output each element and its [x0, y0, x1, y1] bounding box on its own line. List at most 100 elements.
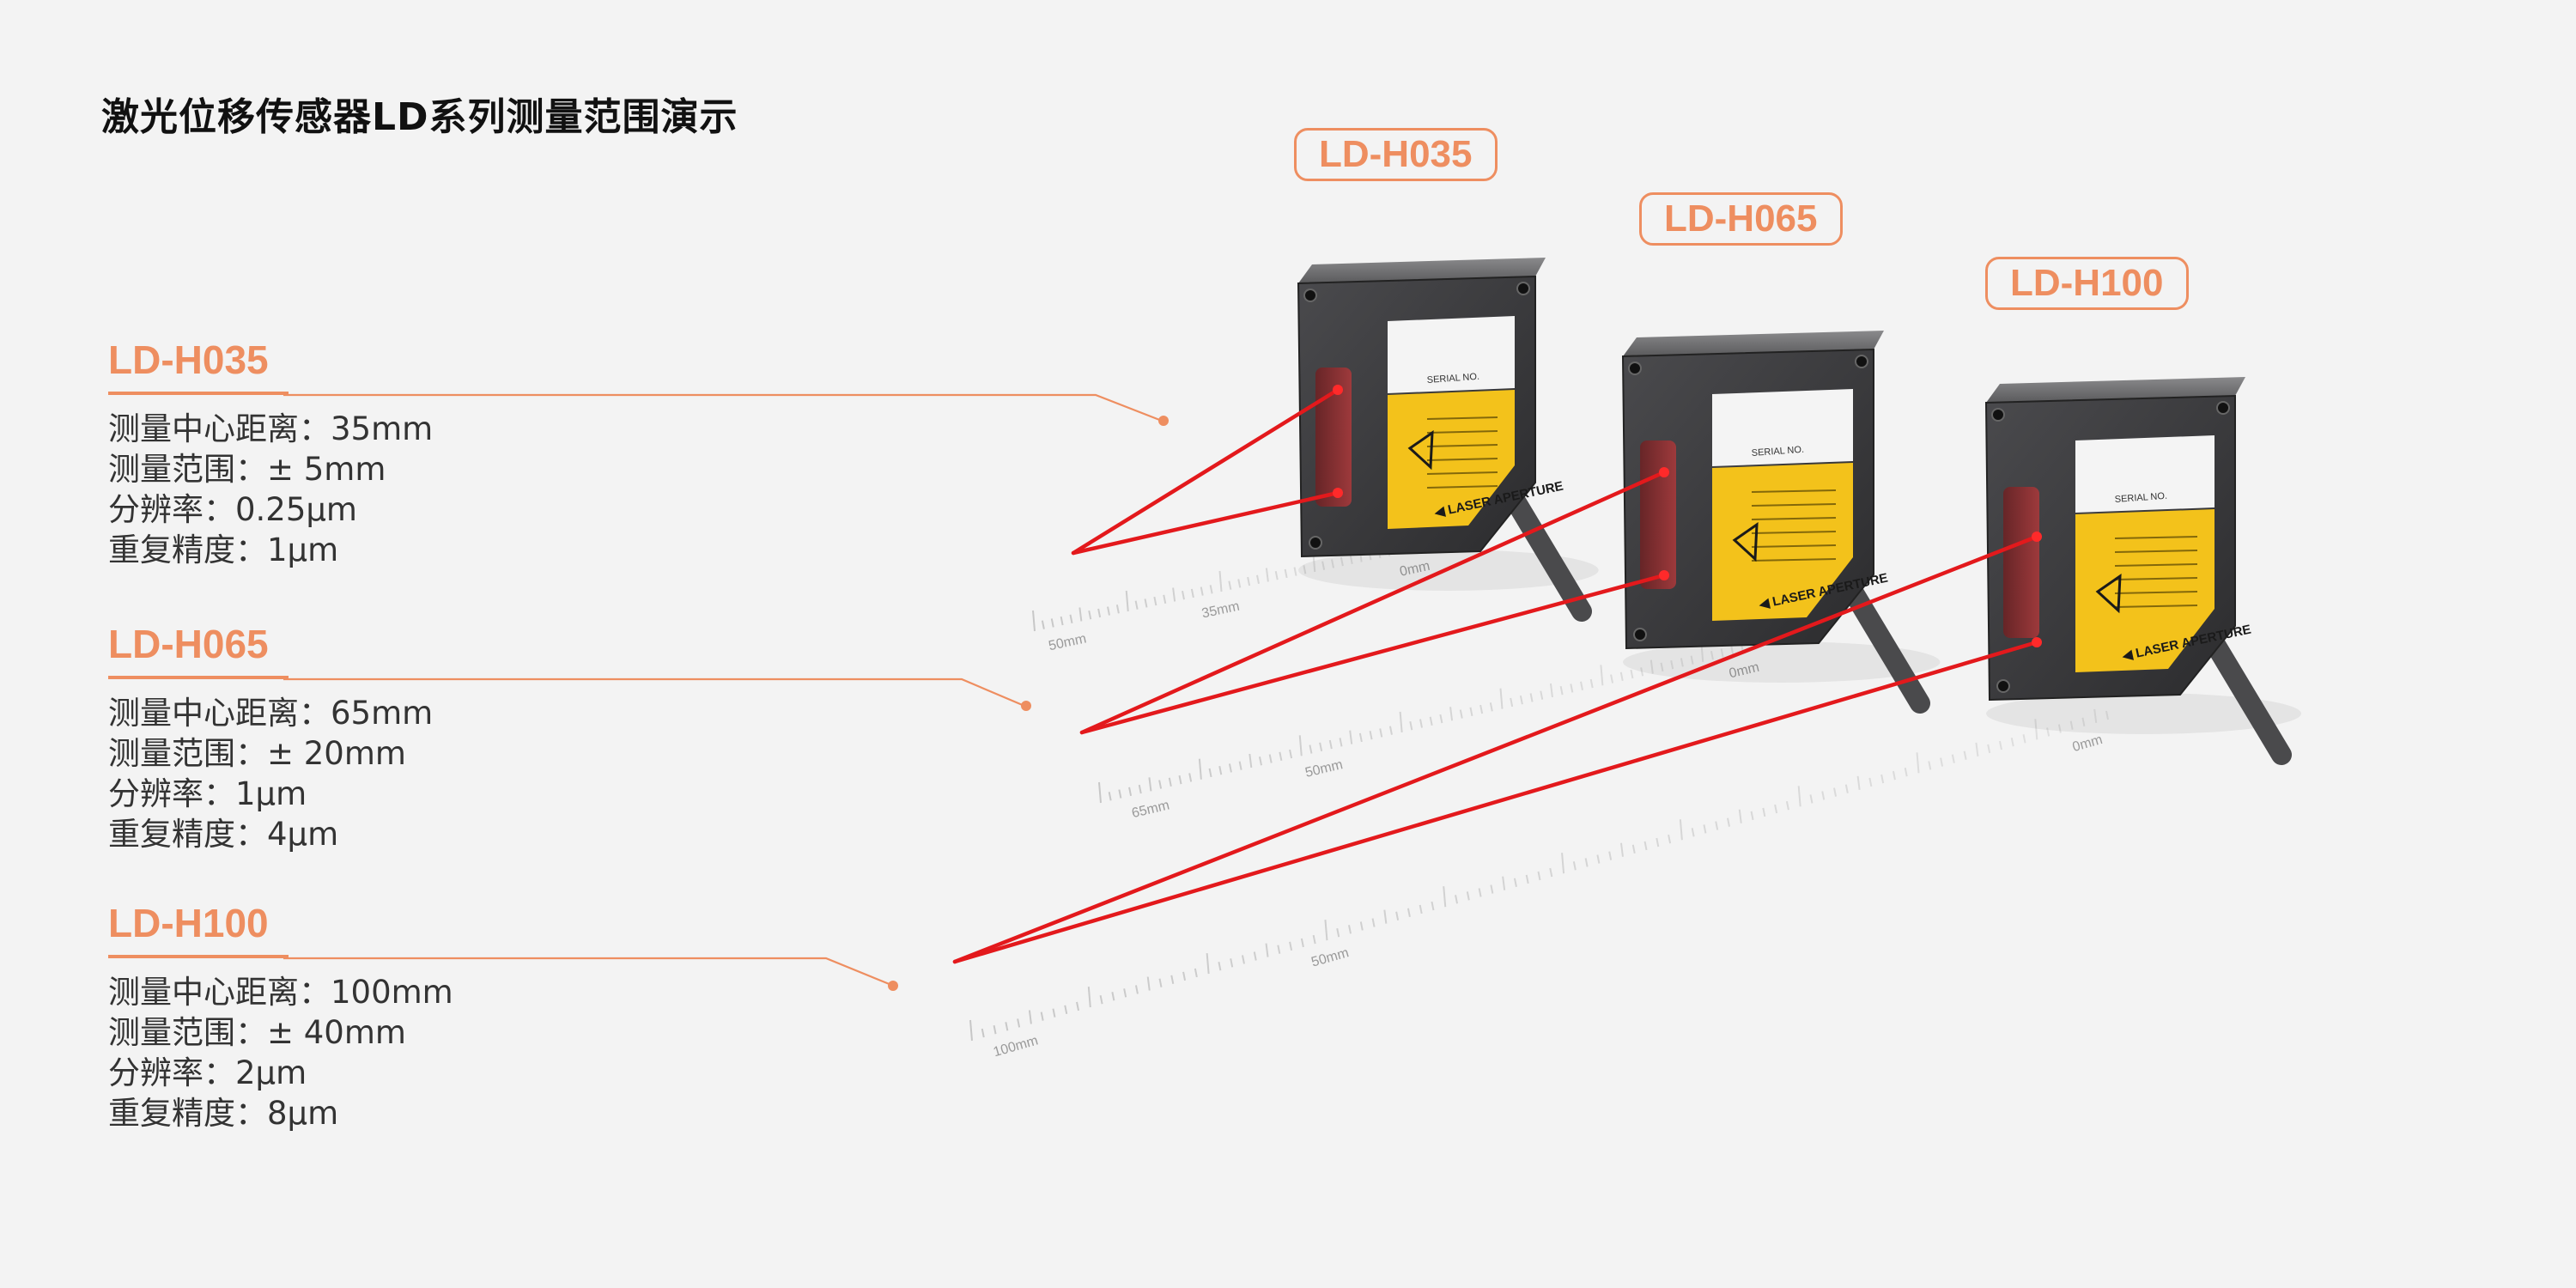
ruler-tick	[1274, 571, 1279, 580]
ruler-tick	[1259, 756, 1262, 766]
ruler-tick	[1349, 555, 1353, 564]
laser-emitter	[2032, 532, 2042, 542]
ruler-tick	[1589, 678, 1594, 689]
ruler-tick	[1017, 1018, 1021, 1028]
laser-beam-h035-bottom	[1071, 490, 1340, 556]
ruler-tick	[1844, 784, 1849, 793]
ruler-tick	[1880, 774, 1885, 784]
ruler-tick	[1499, 688, 1504, 709]
ruler-label: 65mm	[1130, 798, 1170, 821]
ruler-tick	[1309, 744, 1313, 754]
ruler-tick	[1052, 1008, 1056, 1018]
sensor-label-text-line	[1751, 503, 1837, 507]
ruler-tick	[1134, 600, 1139, 610]
ruler-tick	[1572, 861, 1577, 871]
ruler-tick	[1247, 576, 1251, 586]
spec-block-h065: LD-H065 测量中心距离：65mm 测量范围：± 20mm 分辨率：1µm …	[108, 624, 589, 854]
ruler-tick	[1570, 683, 1574, 693]
ruler-tick	[1489, 702, 1493, 712]
sensor-label-text-line	[1426, 485, 1498, 489]
sensor-label-text-line	[1751, 558, 1837, 562]
sensor-label-text-line	[1426, 458, 1498, 461]
ruler-tick	[1715, 821, 1719, 830]
ruler-tick	[1762, 807, 1766, 817]
ruler-tick	[1668, 834, 1672, 844]
ruler-tick	[1328, 739, 1333, 750]
ruler-tick	[1228, 580, 1232, 590]
leader-line-h065	[283, 677, 1025, 708]
ruler-tick	[1998, 740, 2002, 750]
sensor-white-label	[1388, 316, 1515, 393]
spec-block-h100: LD-H100 测量中心距离：100mm 测量范围：± 40mm 分辨率：2µm…	[108, 903, 589, 1133]
ruler-tick	[1298, 735, 1303, 756]
ruler-tick	[1040, 1012, 1044, 1021]
ruler-tick	[1163, 594, 1167, 604]
model-tag-h100: LD-H100	[1985, 257, 2189, 310]
ruler-tick	[2010, 737, 2014, 747]
spec-center-distance: 测量中心距离：100mm	[108, 974, 453, 1011]
sensor-cable	[1504, 489, 1592, 622]
leader-line-h100	[283, 957, 892, 987]
ruler-tick	[1339, 738, 1343, 747]
page-title: 激光位移传感器LD系列测量范围演示	[101, 95, 738, 139]
sensor-label-text-line	[2114, 577, 2198, 580]
ruler-tick	[1182, 971, 1187, 981]
ruler-label: 35mm	[1200, 599, 1241, 622]
sensor-shadow	[1986, 693, 2302, 734]
ruler-tick	[1619, 671, 1624, 682]
ruler-tick	[1340, 556, 1344, 567]
ruler-label: 50mm	[1303, 757, 1344, 781]
ruler-tick	[1128, 787, 1133, 796]
ruler-tick	[1178, 775, 1182, 785]
ruler-tick	[1443, 886, 1447, 908]
ruler-tick	[1200, 586, 1204, 596]
ruler-tick	[1324, 920, 1328, 941]
model-tag-h035: LD-H035	[1294, 128, 1498, 181]
ruler-tick	[1383, 909, 1388, 924]
spec-measuring-range: 测量范围：± 40mm	[108, 1014, 406, 1051]
laser-warning-icon	[1407, 430, 1434, 471]
mounting-hole-icon	[1309, 536, 1322, 550]
ruler-tick	[1349, 730, 1353, 744]
ruler-tick	[1785, 800, 1789, 811]
laser-beam-h065-bottom	[1079, 573, 1667, 735]
ruler-tick	[1690, 655, 1694, 665]
ruler-tick	[1208, 768, 1212, 778]
ruler-tick	[1144, 598, 1148, 608]
spec-center-distance: 测量中心距离：65mm	[108, 695, 434, 732]
ruler-tick	[1529, 693, 1534, 702]
sensor-shadow	[1623, 641, 1941, 683]
ruler-tick	[1237, 579, 1242, 588]
sensor-label-text-line	[2114, 563, 2198, 567]
ruler-tick	[1738, 809, 1742, 823]
sensor-lens-window	[1315, 368, 1352, 507]
ruler-tick	[1631, 844, 1636, 854]
ruler-tick	[1190, 588, 1194, 598]
ruler-tick	[1300, 938, 1304, 948]
ruler-tick	[1336, 928, 1340, 938]
mounting-hole-icon	[1516, 282, 1530, 295]
ruler-tick	[1099, 994, 1103, 1005]
ruler-tick	[1419, 904, 1423, 914]
mounting-hole-icon	[1996, 679, 2010, 693]
sensor-serial-text: SERIAL NO.	[1751, 445, 1804, 459]
ruler-tick	[2034, 719, 2038, 740]
ruler-tick	[1680, 658, 1684, 667]
sensor-serial-text: SERIAL NO.	[2114, 491, 2167, 505]
ruler-tick	[1168, 777, 1172, 787]
ruler-tick	[1388, 726, 1393, 735]
laser-emitter	[1659, 570, 1669, 580]
spec-measuring-range: 测量范围：± 20mm	[108, 735, 406, 772]
ruler-tick	[1963, 750, 1967, 760]
ruler-tick	[1209, 585, 1213, 594]
ruler-tick	[2057, 724, 2062, 733]
ruler-tick	[2022, 734, 2026, 744]
ruler-tick	[1439, 714, 1443, 724]
ruler-tick	[2093, 708, 2098, 724]
ruler-label: 100mm	[992, 1033, 1040, 1060]
ruler-tick	[1610, 674, 1614, 683]
